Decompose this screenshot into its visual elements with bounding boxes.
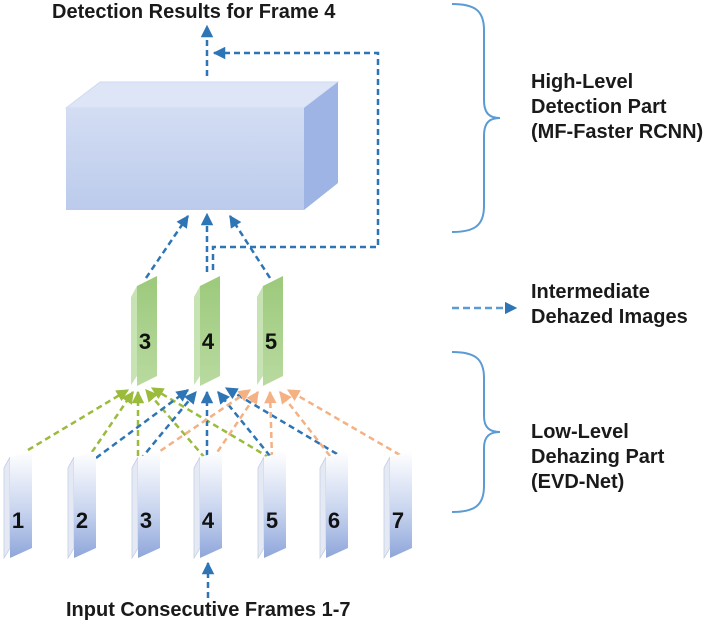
arrow-f3-to-d4 bbox=[139, 391, 197, 461]
input-frame-3-face bbox=[138, 451, 160, 558]
input-frame-7-face bbox=[390, 451, 412, 558]
input-frame-7-label: 7 bbox=[392, 508, 404, 533]
input-frame-7-edge bbox=[383, 456, 391, 560]
input-frames: 1 2 3 4 5 6 7 bbox=[3, 451, 412, 560]
input-frame-2-label: 2 bbox=[76, 508, 88, 533]
arrow-f6-to-d5 bbox=[279, 391, 331, 457]
dehazed-frame-5-edge bbox=[257, 286, 263, 385]
arrow-f7-to-d5 bbox=[286, 388, 401, 457]
input-frame-1-face bbox=[10, 451, 32, 558]
legend-line-2: Dehazed Images bbox=[531, 306, 688, 328]
input-frame-7: 7 bbox=[383, 451, 412, 560]
dehazed-frame-3-face bbox=[137, 276, 157, 386]
input-frame-1-label: 1 bbox=[12, 508, 24, 533]
output-arrows bbox=[200, 24, 380, 270]
input-frame-2-face bbox=[74, 451, 96, 558]
input-frame-4-face bbox=[200, 451, 222, 558]
arrow-d3-to-box bbox=[144, 214, 190, 279]
input-frame-6-face bbox=[326, 451, 348, 558]
input-frame-6-edge bbox=[319, 456, 327, 560]
diagram-title: Detection Results for Frame 4 bbox=[52, 1, 336, 23]
legend-line-1: Intermediate bbox=[531, 281, 650, 303]
input-frame-5-label: 5 bbox=[266, 508, 278, 533]
low-level-line-1: Low-Level bbox=[531, 421, 629, 443]
input-frame-1-edge bbox=[3, 456, 11, 560]
arrow-f2-to-d3 bbox=[90, 390, 135, 453]
arrow-f2-to-d4 bbox=[95, 388, 190, 460]
input-frames-label: Input Consecutive Frames 1-7 bbox=[66, 599, 351, 621]
dehazed-frame-4-edge bbox=[194, 286, 200, 385]
skip-connection-arrow bbox=[211, 46, 380, 270]
low-level-line-3: (EVD-Net) bbox=[531, 471, 625, 493]
dehazed-frame-3: 3 bbox=[131, 276, 157, 386]
dehazed-frame-3-edge bbox=[131, 286, 137, 385]
brace-low-level bbox=[451, 351, 501, 513]
arrow-f4-to-d5 bbox=[210, 390, 260, 461]
input-frame-2: 2 bbox=[67, 451, 96, 560]
input-frame-3-edge bbox=[131, 456, 139, 560]
input-frame-4-edge bbox=[193, 456, 201, 560]
dehazed-frame-5-label: 5 bbox=[265, 329, 277, 354]
input-frame-3: 3 bbox=[131, 451, 160, 560]
detection-box bbox=[64, 81, 340, 210]
dehazed-frame-4-label: 4 bbox=[202, 329, 215, 354]
arrow-f5-to-d5 bbox=[264, 390, 277, 459]
high-level-line-1: High-Level bbox=[531, 71, 634, 93]
input-frame-1: 1 bbox=[3, 451, 32, 560]
detection-box-front bbox=[66, 108, 304, 210]
input-frame-5: 5 bbox=[257, 451, 286, 560]
detection-box-side bbox=[304, 82, 338, 210]
dehazed-frame-5: 5 bbox=[257, 276, 283, 386]
arrow-f1-to-d3 bbox=[27, 388, 130, 452]
arrow-f5-to-d3 bbox=[150, 386, 271, 460]
input-to-dehazed-arrows bbox=[27, 386, 401, 464]
input-frame-5-face bbox=[264, 451, 286, 558]
arrow-d5-to-box bbox=[228, 214, 272, 279]
input-frame-4: 4 bbox=[193, 451, 222, 560]
arrow-f5-to-d4 bbox=[217, 391, 271, 457]
input-frame-3-label: 3 bbox=[140, 508, 152, 533]
input-frame-4-label: 4 bbox=[202, 508, 215, 533]
high-level-annotation: High-Level Detection Part (MF-Faster RCN… bbox=[531, 70, 703, 145]
low-level-annotation: Low-Level Dehazing Part (EVD-Net) bbox=[531, 420, 664, 495]
dehazed-frame-4-face bbox=[200, 276, 220, 386]
dehazed-frame-3-label: 3 bbox=[139, 329, 151, 354]
low-level-line-2: Dehazing Part bbox=[531, 446, 665, 468]
input-frame-6-label: 6 bbox=[328, 508, 340, 533]
detection-box-top bbox=[64, 81, 340, 109]
dehazed-to-detection-arrows bbox=[144, 212, 272, 279]
dehazed-frames: 3 4 5 bbox=[131, 276, 283, 386]
arrow-f6-to-d4 bbox=[224, 386, 338, 456]
dehazed-frame-4: 4 bbox=[194, 276, 220, 386]
input-frame-5-edge bbox=[257, 456, 265, 560]
brace-high-level bbox=[451, 3, 501, 233]
input-frame-6: 6 bbox=[319, 451, 348, 560]
input-frame-2-edge bbox=[67, 456, 75, 560]
arrow-f4-to-d3 bbox=[145, 389, 206, 459]
arrow-f3-to-d5 bbox=[143, 388, 252, 464]
dehazed-frame-5-face bbox=[263, 276, 283, 386]
high-level-line-2: Detection Part bbox=[531, 96, 667, 118]
legend-annotation: Intermediate Dehazed Images bbox=[531, 280, 688, 330]
high-level-line-3: (MF-Faster RCNN) bbox=[531, 121, 704, 143]
